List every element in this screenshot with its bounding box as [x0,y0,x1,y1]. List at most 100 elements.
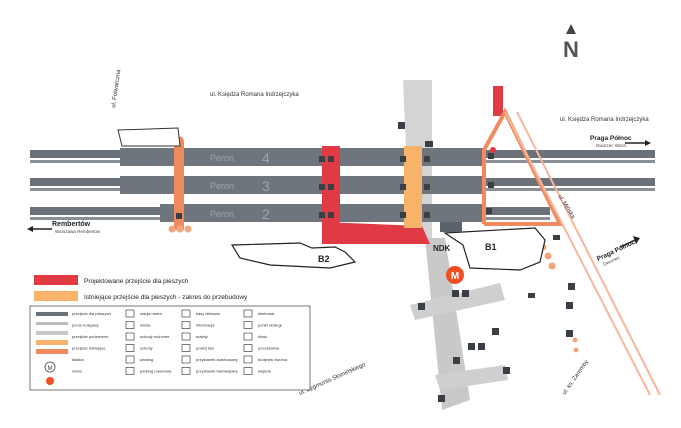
building-b1-label: B1 [485,242,497,252]
legend-item-icon [181,321,191,329]
legend-item-icon [243,355,253,364]
street-label-zaremby: ul. ks. Zaremby [562,359,590,396]
legend-item-icon [125,344,135,352]
tram-stop-icon [492,328,499,335]
elevator-icon [400,156,406,162]
parking-icon [478,343,485,350]
elevator-icon [400,184,406,190]
rail-tracks [30,150,655,220]
legend-main: Projektowane przejście dla pieszych Istn… [34,275,248,301]
direction-west: Rembertów Warszawa Rembertów [27,221,101,234]
platform-2-label: Peron [210,209,234,219]
legend-item-label: poczekalnia [258,346,280,351]
kiosk-icon [438,395,445,402]
platform-3: Peron 3 [120,176,485,194]
legend-item-label: przystanek tramwajowy [196,369,238,374]
legend-item-label: przystanek autobusowy [196,357,238,362]
stairs-icon [176,213,182,219]
legend-item-icon [243,344,253,352]
tram-stop-icon [566,302,573,309]
legend-table: M [29,305,311,391]
legend-item-icon [243,332,253,341]
legend-item-label: schody ruchome [140,334,170,339]
platform-2-number: 2 [262,206,270,222]
elevator-icon [319,156,325,162]
bus-stop-icon [568,283,575,290]
facility-icons [176,122,575,402]
direction-ne-sub: Dworzec Wsch. [596,143,627,148]
building-b2: B2 [230,242,357,269]
stairs-icon [425,141,433,147]
legend-item-icon [125,321,135,329]
legend-item-label: przejście istniejące [72,346,106,351]
platform-4-label: Peron [210,153,234,163]
bus-stop-icon [453,357,460,364]
legend-item-label: biletomat [258,311,275,316]
legend-item-label: kładka [72,357,84,362]
platform-4-number: 4 [262,150,270,166]
stairs-icon [328,156,334,162]
legend-item-icon [243,321,253,329]
stairs-icon [424,184,430,190]
direction-ne-label: Praga Północ [590,135,632,142]
elevator-icon [398,122,405,129]
building-b2-label: B2 [318,254,330,264]
bike-parking-icon [553,235,560,240]
stairs-icon [328,212,334,218]
building-b1: B1 [443,227,546,271]
stairs-icon [424,156,430,162]
legend-item-icon [125,309,135,318]
compass: N [563,24,579,62]
stairs-icon [328,184,334,190]
legend-item-label: schody [140,346,153,351]
direction-south-east: Praga Północ Dworzec [596,236,640,267]
stairs-icon [488,182,494,188]
arrow-up-right-icon [619,239,636,248]
legend-item-icon [243,309,253,318]
ticket-office-icon [440,222,462,232]
parking-icon [528,293,535,298]
legend-item-label: toalety [196,334,208,339]
legend-item-icon [125,355,135,364]
direction-west-sub: Warszawa Rembertów [55,229,101,234]
projected-crossing [322,86,503,244]
legend-item-label: przejście podziemne [72,334,109,339]
taxi-icon [566,330,573,337]
legend-item-icon [125,367,135,375]
tram-stop-icon [503,367,510,374]
existing-crossing [404,146,422,228]
stairs-icon [424,212,430,218]
bus-stop-icon [418,303,425,310]
street-label-north: ul. Księdza Romana Indrzejczyka [210,92,299,98]
north-letter: N [563,37,579,62]
east-walkway [482,107,661,396]
legend-item-label: stacja metra [140,311,163,316]
legend-item-label: kasy biletowe [196,311,221,316]
legend-item-icon [181,309,191,318]
elevator-icon [319,184,325,190]
legend-item-icon [125,332,135,341]
legend-item-label: metro [72,369,83,374]
elevator-icon [400,212,406,218]
legend-existing-swatch [34,291,78,301]
info-icon [462,290,469,297]
platform-4: Peron 4 [120,148,485,166]
elevator-icon [319,212,325,218]
metro-station-marker: M [446,266,464,284]
direction-north-east: Praga Północ Dworzec Wsch. [590,135,651,148]
stairs-icon [488,153,494,159]
legend-projected-label: Projektowane przejście dla pieszych [84,278,189,285]
street-label-north-right: ul. Księdza Romana Indrzejczyka [560,117,649,123]
legend-item-label: punkt obsługi [258,323,282,328]
north-arrow-icon [566,24,576,34]
legend-existing-label: Istniejące przejście dla pieszych - zakr… [84,294,248,301]
legend-item-icon [181,367,191,375]
legend-item-label: informacja [196,323,215,328]
taxi-icon [468,343,475,350]
metro-icon: M [451,271,459,282]
legend-item-icon [181,344,191,352]
legend-item-label: postój taxi [196,346,214,351]
legend-item-label: wejście [258,369,272,374]
